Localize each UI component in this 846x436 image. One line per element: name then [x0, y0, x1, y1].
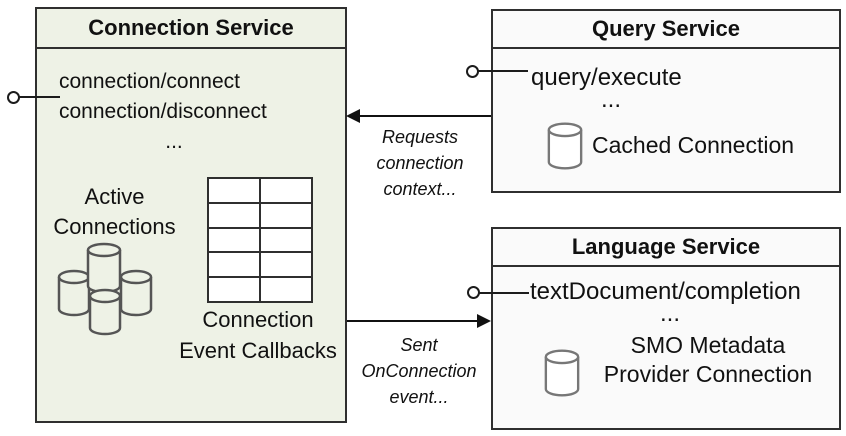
database-cluster-icon — [57, 242, 153, 336]
arrowhead-left-icon — [346, 109, 360, 123]
callback-table-cell — [209, 253, 259, 277]
methods-ellipsis: ... — [600, 86, 621, 113]
database-icon — [544, 349, 580, 397]
language-service-box: Language Service textDocument/completion… — [491, 227, 841, 430]
callback-table-cell — [209, 203, 259, 227]
smo-metadata-provider-connection-label: SMO Metadata Provider Connection — [603, 332, 813, 387]
sent-onconnection-event-label: Sent OnConnection event... — [361, 335, 477, 407]
cached-connection-label: Cached Connection — [592, 132, 795, 158]
method-query-execute: query/execute — [531, 64, 682, 91]
callback-table-cell — [209, 278, 259, 301]
active-connections-label: Active Connections — [53, 184, 176, 239]
arrowhead-right-icon — [477, 314, 491, 328]
callback-table-cell — [261, 203, 311, 227]
callback-table-cell — [209, 179, 259, 202]
connection-event-callbacks-label: Connection Event Callbacks — [179, 307, 337, 363]
query-service-methods: query/execute ... — [531, 64, 691, 113]
requests-connection-context-label: Requests connection context... — [376, 127, 464, 199]
callback-table-cell — [261, 253, 311, 277]
method-connection-disconnect: connection/disconnect — [59, 100, 267, 123]
callback-table-cell — [261, 179, 311, 202]
methods-ellipsis: ... — [659, 300, 680, 327]
method-textdocument-completion: textDocument/completion — [530, 278, 801, 305]
connection-service-box: Connection Service connection/connect co… — [35, 7, 347, 423]
callback-table-cell — [209, 228, 259, 252]
lollipop-stem — [478, 70, 528, 72]
callback-table-cell — [261, 278, 311, 301]
lollipop-stem — [479, 292, 529, 294]
language-service-title: Language Service — [493, 229, 839, 267]
method-connection-connect: connection/connect — [59, 70, 240, 93]
arrow-sent-onconnection-event — [347, 320, 479, 322]
query-service-box: Query Service query/execute ... Cached C… — [491, 9, 841, 193]
callback-table-cell — [261, 228, 311, 252]
arrow-requests-connection-context — [352, 115, 491, 117]
methods-ellipsis: ... — [165, 130, 183, 153]
connection-service-title: Connection Service — [37, 9, 345, 49]
callback-table-icon — [207, 177, 313, 303]
database-icon — [547, 122, 583, 170]
connection-service-methods: connection/connect connection/disconnect… — [59, 67, 289, 157]
query-service-title: Query Service — [493, 11, 839, 49]
language-service-methods: textDocument/completion ... — [530, 278, 810, 327]
lollipop-stem — [19, 96, 60, 98]
